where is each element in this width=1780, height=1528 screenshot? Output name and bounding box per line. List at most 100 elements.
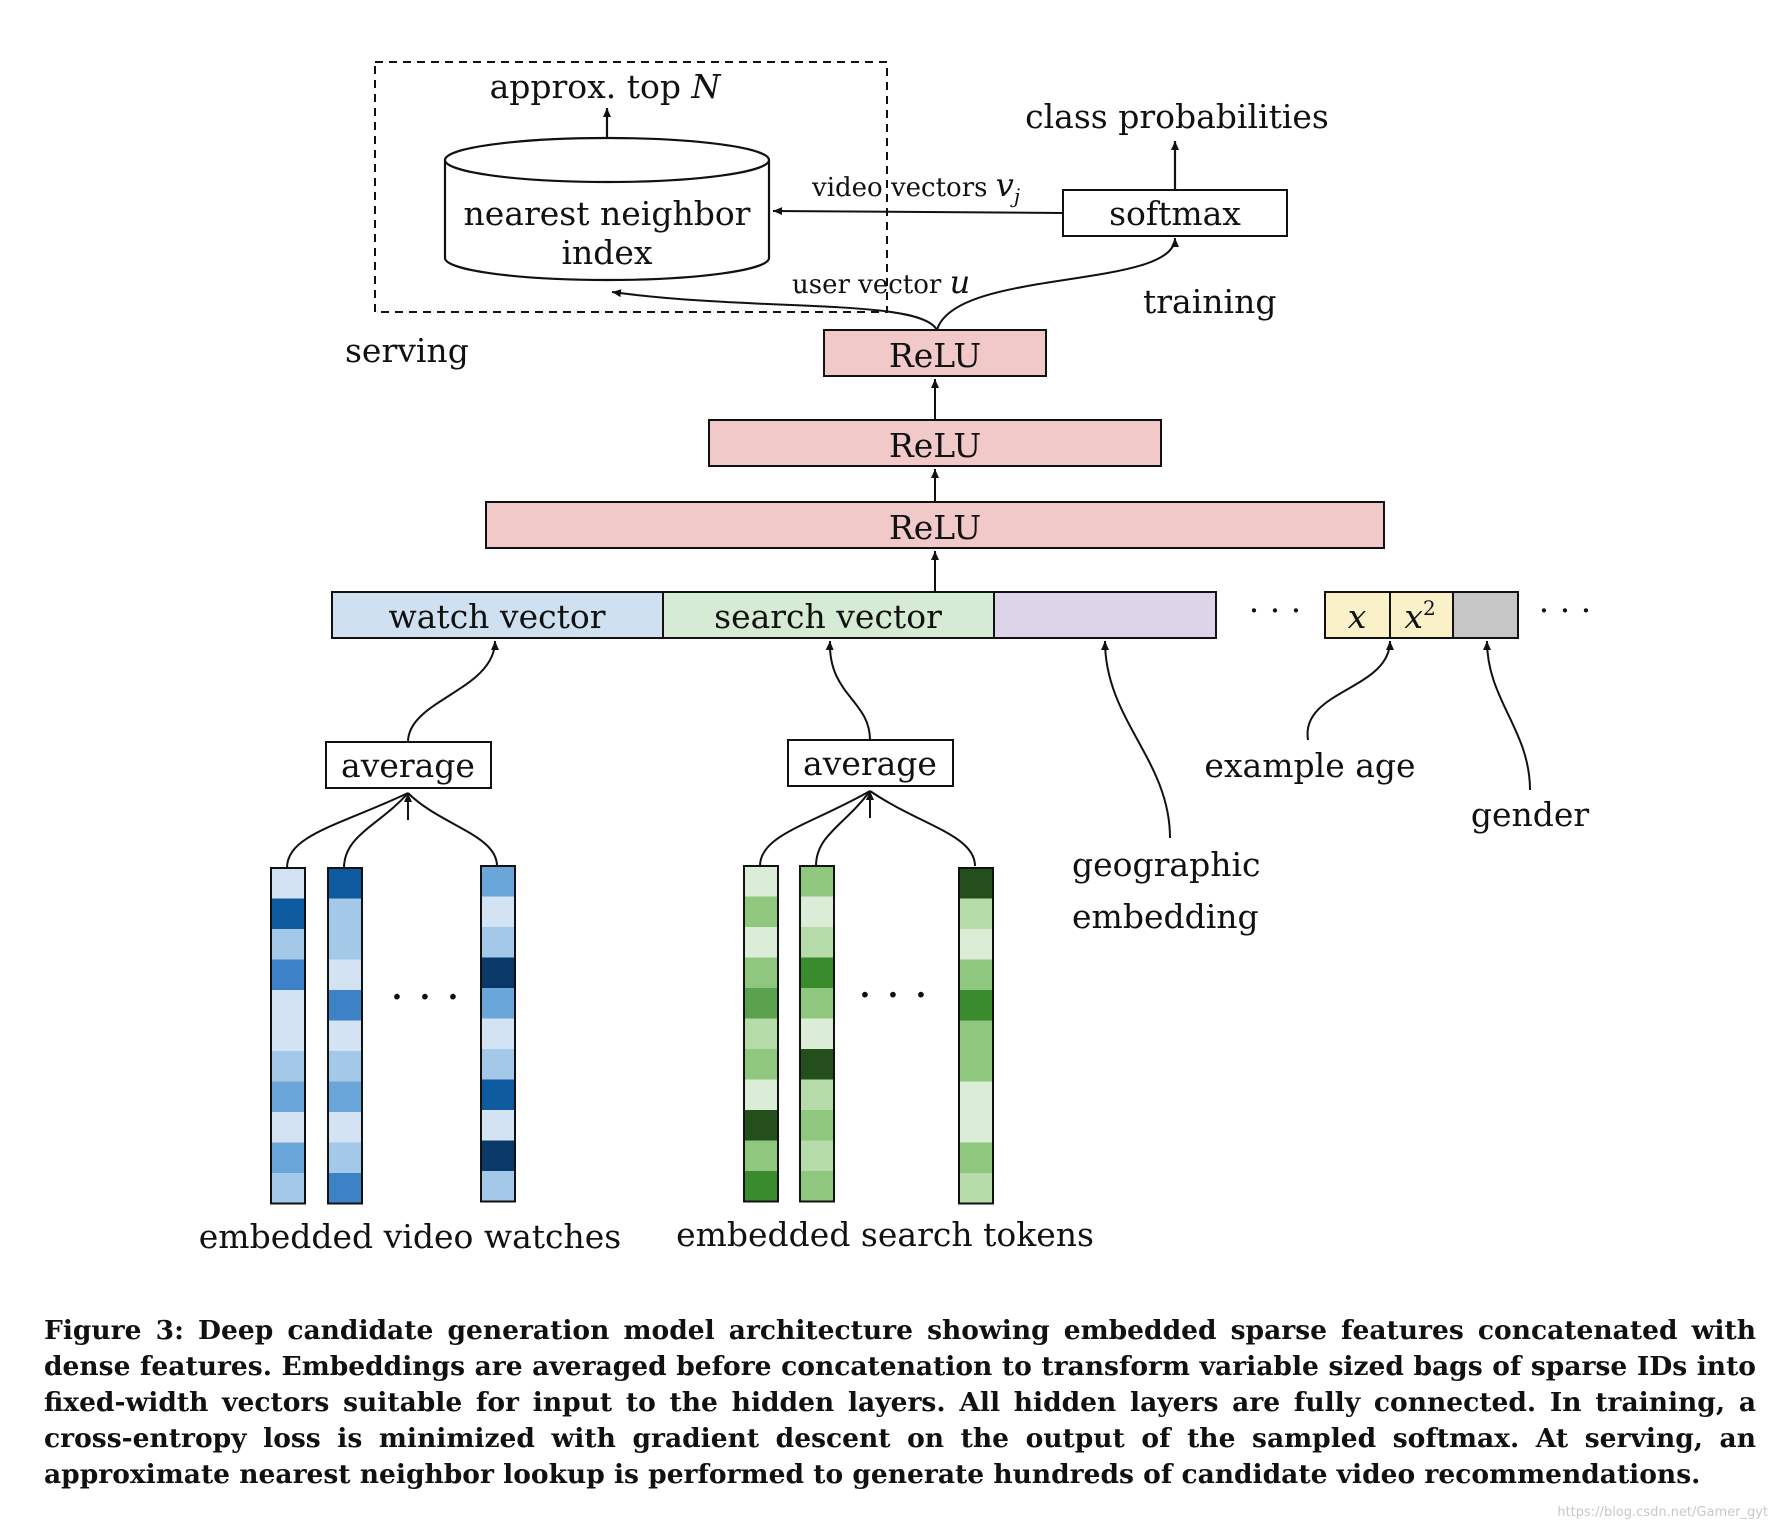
video-vectors-arrow <box>772 207 1064 216</box>
search-vector-label: search vector <box>714 597 942 636</box>
video-embedding-col2-cell <box>328 1112 362 1143</box>
search-embedding-col2-cell <box>800 1049 834 1080</box>
search-embedding-col2-cell <box>800 988 834 1019</box>
video-embedding-col3-cell <box>481 866 515 897</box>
search-embedding-col2-cell <box>800 957 834 988</box>
search-embedding-col3-cell <box>959 898 993 929</box>
x-segment <box>1324 591 1391 639</box>
video-embedding-col1-cell <box>271 868 305 899</box>
class-probabilities-label: class probabilities <box>1025 97 1329 136</box>
search-fan-in-arrows <box>759 790 976 867</box>
relu-mid-layer <box>708 419 1162 467</box>
relu-top-label: ReLU <box>889 336 981 375</box>
search-embedding-col1-cell <box>744 988 778 1019</box>
video-embedding-col3-cell <box>481 1110 515 1141</box>
search-embedding-col2-cell <box>800 866 834 897</box>
video-embedding-col2-cell <box>328 990 362 1021</box>
watch-vector-label: watch vector <box>389 597 606 636</box>
example-age-to-x2-arrow <box>1306 640 1394 741</box>
example-age-label: example age <box>1204 746 1415 785</box>
embedded-video-watches-label: embedded video watches <box>199 1217 621 1256</box>
video-embedding-col1-cell <box>271 1173 305 1204</box>
relu-bottom-label: ReLU <box>889 508 981 547</box>
search-embedding-col1-cell <box>744 1018 778 1049</box>
search-embedding-col3-cell <box>959 1142 993 1173</box>
approx-top-n-label: approx. top N <box>490 67 722 106</box>
geographic-to-segment-arrow <box>1101 640 1171 839</box>
x-label: x <box>1348 597 1367 636</box>
search-embedding-col3-outline <box>958 867 994 1205</box>
search-vector-segment <box>662 591 995 639</box>
video-embedding-col3-cell <box>481 988 515 1019</box>
video-embedding-col3-cell <box>481 927 515 958</box>
average-right-label: average <box>803 744 937 783</box>
search-embedding-col1-cell <box>744 1049 778 1080</box>
video-embedding-col1-cell <box>271 898 305 929</box>
user-vector-label: user vector u <box>792 263 970 301</box>
index-label-line2: index <box>561 233 652 272</box>
video-embedding-col1-cell <box>271 959 305 990</box>
search-embedding-col2-cell <box>800 1110 834 1141</box>
video-embedding-col1-cell <box>271 1112 305 1143</box>
video-embedding-col3-cell <box>481 1079 515 1110</box>
video-embedding-col1-cell <box>271 1051 305 1082</box>
search-embedding-col3-cell <box>959 1081 993 1112</box>
search-embedding-col1-cell <box>744 927 778 958</box>
video-embedding-col2-cell <box>328 929 362 960</box>
average-left-label: average <box>341 746 475 785</box>
video-embedding-col3-cell <box>481 957 515 988</box>
video-embedding-col3-cell <box>481 1018 515 1049</box>
nearest-neighbor-index-cylinder <box>443 136 771 282</box>
user-vector-to-index-arrow <box>611 289 938 331</box>
video-embedding-col1-cell <box>271 1020 305 1051</box>
search-embedding-col1-cell <box>744 1171 778 1202</box>
x-squared-segment <box>1389 591 1454 639</box>
video-embedding-col2-cell <box>328 898 362 929</box>
index-label-line1: nearest neighbor <box>464 194 751 233</box>
gender-segment <box>1452 591 1519 639</box>
search-embedding-col3-cell <box>959 990 993 1021</box>
user-vector-to-softmax-arrow <box>936 237 1179 331</box>
video-embedding-col2-cell <box>328 1081 362 1112</box>
figure-label: Figure 3: <box>44 1315 184 1346</box>
relu-mid-label: ReLU <box>889 426 981 465</box>
video-embedding-col2-cell <box>328 959 362 990</box>
gender-to-segment-arrow <box>1483 640 1531 791</box>
search-embedding-col2-cell <box>800 1079 834 1110</box>
video-embedding-col1-cell <box>271 990 305 1021</box>
watch-vector-segment <box>331 591 664 639</box>
average-right-to-search-arrow <box>825 640 871 741</box>
search-embedding-col1-cell <box>744 896 778 927</box>
search-embedding-col2-cell <box>800 927 834 958</box>
search-embedding-col1-cell <box>744 1110 778 1141</box>
video-embedding-col2-cell <box>328 1142 362 1173</box>
architecture-diagram: approx. top N nearest neighbor index ser… <box>199 61 1591 1256</box>
video-embedding-col1-cell <box>271 929 305 960</box>
video-embedding-col2-cell <box>328 1173 362 1204</box>
video-embedding-col2-cell <box>328 1051 362 1082</box>
relu-bottom-layer <box>485 501 1385 549</box>
video-embedding-col1-cell <box>271 1142 305 1173</box>
training-label: training <box>1143 282 1276 321</box>
video-embedding-col3-cell <box>481 896 515 927</box>
video-embedding-col2-cell <box>328 868 362 899</box>
search-embedding-columns <box>743 865 994 1205</box>
video-fan-in-arrows <box>286 792 498 869</box>
search-embedding-col1-cell <box>744 957 778 988</box>
geographic-label-line2: embedding <box>1072 897 1259 936</box>
search-embedding-col1-cell <box>744 866 778 897</box>
video-embedding-col1-cell <box>271 1081 305 1112</box>
video-embedding-col3-cell <box>481 1171 515 1202</box>
serving-label: serving <box>345 331 469 370</box>
search-embedding-col2-cell <box>800 1171 834 1202</box>
search-embedding-col3-cell <box>959 868 993 899</box>
geographic-label-line1: geographic <box>1072 845 1261 884</box>
video-embedding-col2-cell <box>328 1020 362 1051</box>
search-embedding-col3-cell <box>959 1173 993 1204</box>
search-embedding-col2-cell <box>800 1140 834 1171</box>
video-vectors-label: video vectors vj <box>811 166 1020 208</box>
search-embedding-col3-cell <box>959 1112 993 1143</box>
search-embedding-col3-cell <box>959 1051 993 1082</box>
search-embedding-col3-cell <box>959 959 993 990</box>
caption-text: Deep candidate generation model architec… <box>44 1315 1756 1490</box>
